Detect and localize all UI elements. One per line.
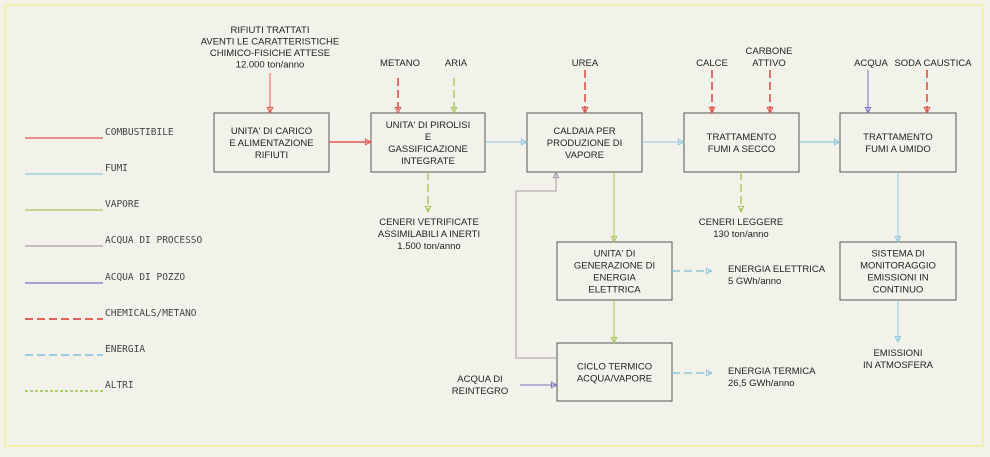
flow-lines — [270, 70, 927, 385]
label-acqua: ACQUA — [854, 58, 888, 69]
box-monitoraggio-label: MONITORAGGIO — [860, 261, 936, 272]
legend-label: COMBUSTIBILE — [105, 127, 174, 138]
label-calce: CALCE — [696, 58, 728, 69]
drawing-frame — [4, 4, 984, 447]
box-carico-label: E ALIMENTAZIONE — [229, 138, 313, 149]
box-carico-label: RIFIUTI — [255, 150, 288, 161]
box-generazione-label: ENERGIA — [593, 273, 636, 284]
legend-label: VAPORE — [105, 199, 140, 210]
box-monitoraggio-label: SISTEMA DI — [871, 249, 924, 260]
box-pirolisi: UNITA' DI PIROLISIEGASSIFICAZIONEINTEGRA… — [370, 112, 486, 173]
legend-label: FUMI — [105, 163, 128, 174]
label-energia-termica: 26,5 GWh/anno — [728, 378, 795, 389]
label-ceneri-vetrificate: 1.500 ton/anno — [397, 241, 460, 252]
box-secco-label: FUMI A SECCO — [708, 144, 776, 155]
box-monitoraggio-label: CONTINUO — [873, 285, 924, 296]
label-energia-termica: ENERGIA TERMICA — [728, 366, 816, 377]
box-pirolisi-label: E — [425, 132, 431, 143]
legend-label: ENERGIA — [105, 344, 145, 355]
label-ceneri-leggere: CENERI LEGGERE — [699, 217, 783, 228]
box-caldaia-label: VAPORE — [565, 150, 604, 161]
legend: COMBUSTIBILE FUMI VAPORE ACQUA DI PROCESSO A… — [25, 127, 203, 392]
legend-label: ACQUA DI POZZO — [105, 272, 185, 283]
label-soda-caustica: SODA CAUSTICA — [894, 58, 972, 69]
box-caldaia-label: PRODUZIONE DI — [547, 138, 622, 149]
box-umido-label: TRATTAMENTO — [863, 132, 933, 143]
label-carbone-attivo: ATTIVO — [752, 58, 786, 69]
box-generazione-label: ELETTRICA — [588, 285, 641, 296]
box-pirolisi-label: INTEGRATE — [401, 156, 455, 167]
label-rifiuti: 12.000 ton/anno — [236, 60, 305, 71]
label-rifiuti: RIFIUTI TRATTATI — [231, 25, 310, 36]
label-ceneri-leggere: 130 ton/anno — [713, 229, 768, 240]
box-generazione-label: UNITA' DI — [594, 249, 636, 260]
label-urea: UREA — [572, 58, 599, 69]
box-ciclo-label: ACQUA/VAPORE — [577, 374, 652, 385]
label-emissioni: EMISSIONI — [873, 348, 922, 359]
label-acqua-reintegro: ACQUA DI — [457, 374, 502, 385]
box-carico-label: UNITA' DI CARICO — [231, 126, 312, 137]
box-umido-label: FUMI A UMIDO — [865, 144, 930, 155]
label-rifiuti: CHIMICO-FISICHE ATTESE — [210, 48, 330, 59]
label-emissioni: IN ATMOSFERA — [863, 360, 934, 371]
label-rifiuti: AVENTI LE CARATTERISTICHE — [201, 37, 339, 48]
label-acqua-reintegro: REINTEGRO — [452, 386, 508, 397]
box-pirolisi-label: GASSIFICAZIONE — [388, 144, 468, 155]
box-ciclo-label: CICLO TERMICO — [577, 362, 652, 373]
label-metano: METANO — [380, 58, 420, 69]
label-carbone-attivo: CARBONE — [746, 46, 793, 57]
box-pirolisi-label: UNITA' DI PIROLISI — [386, 120, 471, 131]
legend-label: CHEMICALS/METANO — [105, 308, 197, 319]
label-aria: ARIA — [445, 58, 468, 69]
legend-label: ACQUA DI PROCESSO — [105, 235, 203, 246]
box-monitoraggio-label: EMISSIONI IN — [867, 273, 928, 284]
box-caldaia-label: CALDAIA PER — [553, 126, 615, 137]
flow-ritorno-acqua-processo — [515, 172, 557, 359]
box-secco-label: TRATTAMENTO — [707, 132, 777, 143]
label-energia-elettrica: ENERGIA ELETTRICA — [728, 264, 826, 275]
label-ceneri-vetrificate: ASSIMILABILI A INERTI — [378, 229, 480, 240]
legend-label: ALTRI — [105, 380, 134, 391]
label-ceneri-vetrificate: CENERI VETRIFICATE — [379, 217, 479, 228]
box-generazione-label: GENERAZIONE DI — [574, 261, 655, 272]
label-energia-elettrica: 5 GWh/anno — [728, 276, 781, 287]
